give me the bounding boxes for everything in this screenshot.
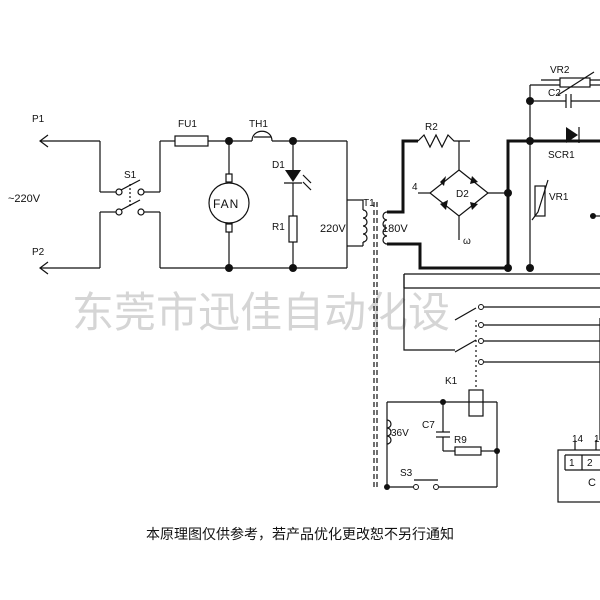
p1-label: P1 <box>32 114 45 125</box>
s1-label: S1 <box>124 170 137 181</box>
ic-c-label: C <box>588 477 596 489</box>
s3-label: S3 <box>400 468 413 479</box>
transformer-t1: T1 220V 180V <box>320 198 408 490</box>
control-section: VR2 C2 SCR1 VR1 <box>526 65 600 272</box>
omega-label: ω <box>463 236 471 247</box>
ic-pin1-label: 1 <box>569 458 575 469</box>
relay-contacts <box>403 273 600 390</box>
th1-label: TH1 <box>249 119 268 130</box>
fan-label: FAN <box>213 197 239 211</box>
switch-s1: S1 <box>99 141 161 268</box>
relay-coil-circuit: K1 36V C7 R9 S3 <box>384 376 500 490</box>
fan-motor: FAN <box>208 141 250 268</box>
rectifier-section: R2 D2 4 ω <box>387 122 600 272</box>
voltage-in-label: ~220V <box>8 193 41 205</box>
footer-note: 本原理图仅供参考，若产品优化更改恕不另行通知 <box>146 527 454 543</box>
v180-label: 180V <box>382 223 408 235</box>
t1-label: T1 <box>363 198 375 209</box>
v220-label: 220V <box>320 223 346 235</box>
v36-label: 36V <box>391 428 409 439</box>
input-terminals: P1 P2 ~220V <box>8 114 100 275</box>
node4-label: 4 <box>412 182 418 193</box>
top-rail: FU1 TH1 <box>160 119 348 268</box>
c7-label: C7 <box>422 420 435 431</box>
ic-chip: 14 1 1 2 C <box>557 318 600 503</box>
d1-r1-branch: D1 R1 <box>272 141 312 268</box>
c2-label: C2 <box>548 88 561 99</box>
vr1-label: VR1 <box>549 192 569 203</box>
pin1-label: 1 <box>594 434 600 445</box>
pin14-label: 14 <box>572 434 584 445</box>
d1-label: D1 <box>272 160 285 171</box>
p2-label: P2 <box>32 247 45 258</box>
r2-label: R2 <box>425 122 438 133</box>
r1-label: R1 <box>272 222 285 233</box>
ic-pin2-label: 2 <box>587 458 593 469</box>
fu1-label: FU1 <box>178 119 197 130</box>
scr1-label: SCR1 <box>548 150 575 161</box>
watermark-text: 东莞市迅佳自动化设 <box>72 288 450 337</box>
r9-label: R9 <box>454 435 467 446</box>
d2-label: D2 <box>456 189 469 200</box>
k1-label: K1 <box>445 376 458 387</box>
vr2-label: VR2 <box>550 65 570 76</box>
